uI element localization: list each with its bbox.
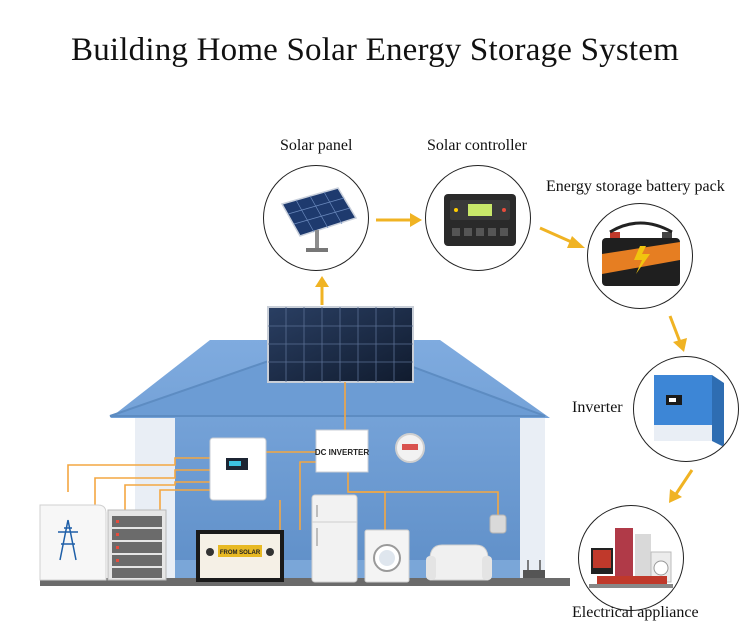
utility-cabinet (39, 504, 107, 581)
solar-panel-label: Solar panel (280, 137, 353, 154)
ground (40, 578, 570, 586)
charge-controller-icon (444, 194, 516, 246)
pendant-lamp (489, 514, 507, 534)
solar-panel-node (263, 165, 369, 271)
television: FROM SOLAR (196, 530, 284, 582)
house-wiring (67, 382, 499, 530)
battery-pack-node (587, 203, 693, 309)
appliance-node (578, 505, 684, 611)
wall-meter (395, 433, 425, 463)
battery-rack (107, 509, 167, 581)
armchair (426, 544, 492, 581)
inverter-node (633, 356, 739, 462)
dc-inverter-box: DC INVERTER (315, 429, 369, 473)
battery-pack-label: Energy storage battery pack (546, 178, 725, 195)
router (523, 560, 545, 578)
arrow-battery-to-inverter (668, 315, 682, 343)
appliance-icon (589, 528, 673, 588)
flow-arrows (315, 213, 694, 503)
inverter-label: Inverter (572, 399, 623, 416)
refrigerator (311, 494, 358, 583)
hybrid-inverter-unit (209, 437, 267, 501)
dc-inverter-label: DC INVERTER (315, 448, 369, 457)
tv-screen-text: FROM SOLAR (220, 550, 261, 556)
solar-controller-label: Solar controller (427, 137, 527, 154)
appliance-label: Electrical appliance (572, 604, 699, 621)
solar-panel-icon (280, 187, 358, 252)
roof-solar-panel (267, 306, 414, 383)
arrow-inverter-to-appliance (674, 469, 694, 495)
solar-controller-node (425, 165, 531, 271)
battery-icon (602, 221, 680, 286)
inverter-icon (654, 375, 724, 447)
right-wall-edge (520, 418, 545, 578)
diagram-title: Building Home Solar Energy Storage Syste… (71, 32, 679, 68)
washing-machine (364, 529, 410, 583)
